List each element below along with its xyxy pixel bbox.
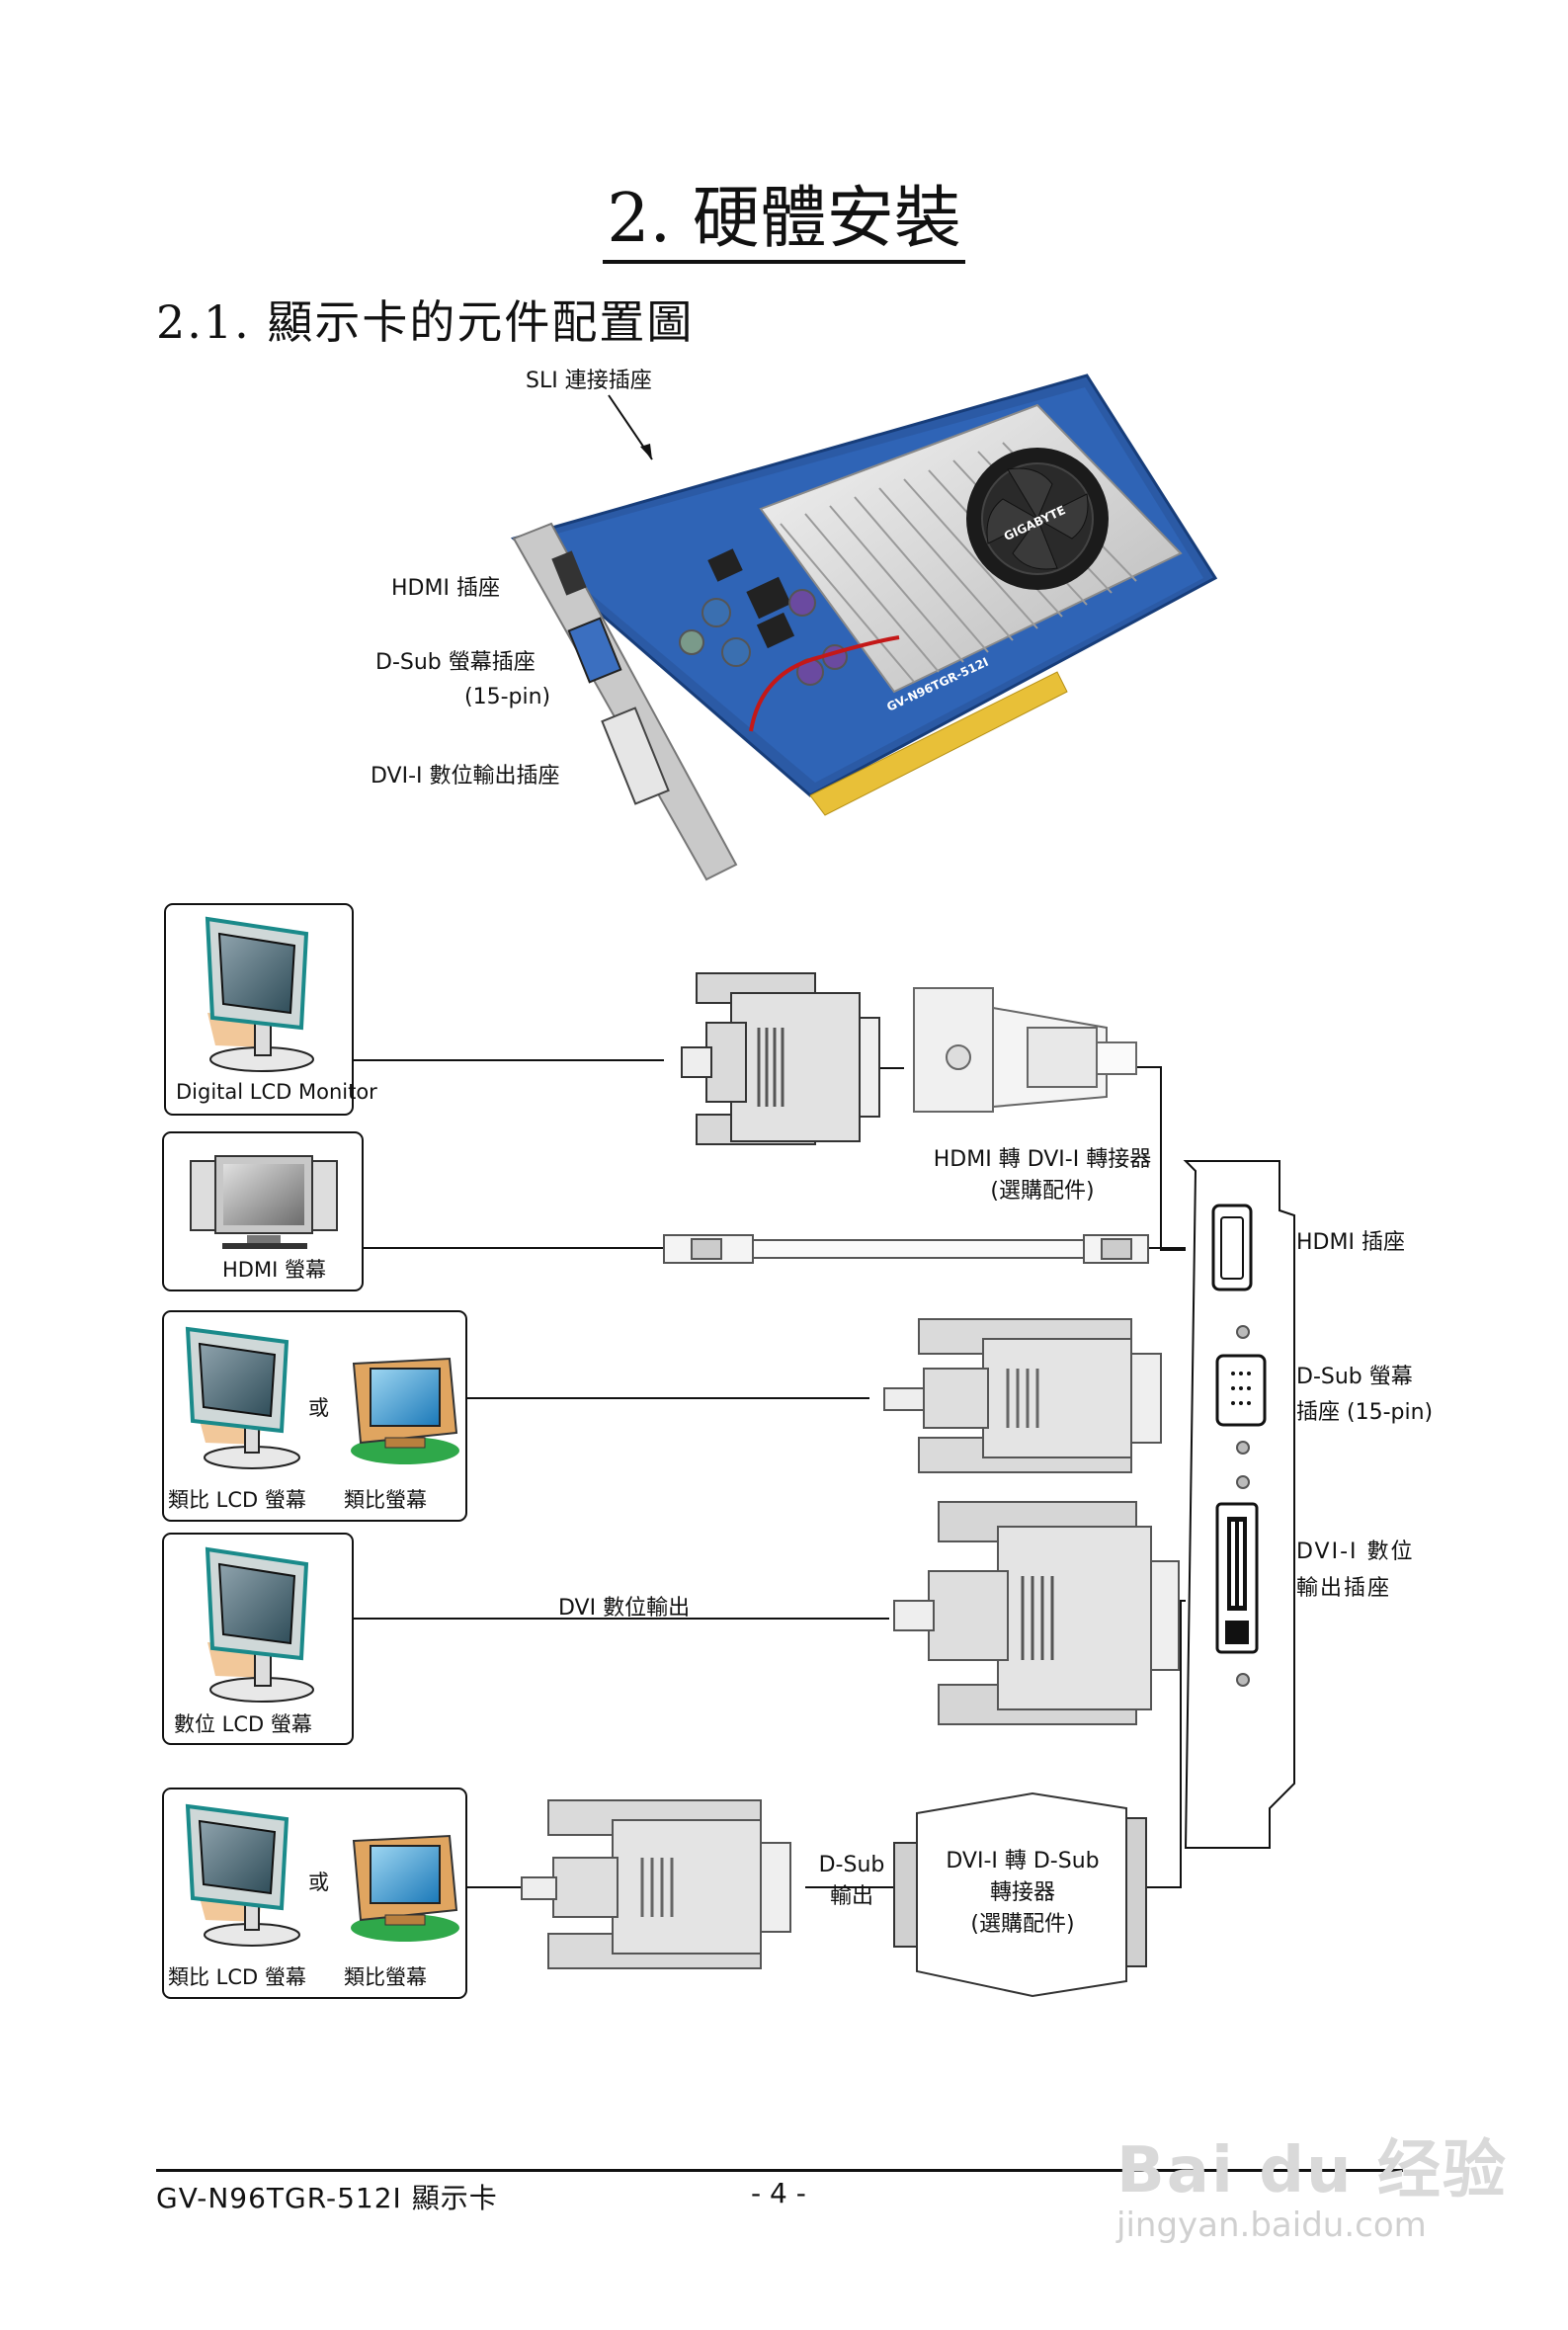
graphics-card-photo: GIGABYTE GV-N96TGR-512I bbox=[510, 374, 1218, 881]
digital-lcd-cn-label: 數位 LCD 螢幕 bbox=[174, 1712, 312, 1736]
bracket-dsub-label-2: 插座 (15-pin) bbox=[1296, 1400, 1434, 1425]
bracket-dvi-label-2: 輸出插座 bbox=[1296, 1576, 1392, 1601]
hdmi-dvi-adapter-line1: HDMI 轉 DVI-I 轉接器 bbox=[933, 1147, 1152, 1172]
dvi-dsub-adapter bbox=[893, 1791, 1147, 1998]
dsub-port-label: D-Sub 螢幕插座 bbox=[375, 650, 536, 675]
analog-crt-label-2: 類比螢幕 bbox=[344, 1965, 427, 1989]
bracket-hdmi-port bbox=[1211, 1204, 1253, 1291]
dvi-connector-top bbox=[681, 972, 880, 1145]
bracket-dsub-label-1: D-Sub 螢幕 bbox=[1296, 1365, 1413, 1389]
or-label: 或 bbox=[308, 1396, 329, 1420]
dvi-dsub-adapter-line2: 轉接器 bbox=[989, 1879, 1055, 1905]
hdmi-dvi-adapter-line2: (選購配件) bbox=[990, 1178, 1095, 1204]
analog-lcd-label: 類比 LCD 螢幕 bbox=[168, 1488, 306, 1512]
vga-connector bbox=[883, 1318, 1162, 1473]
card-bracket bbox=[1183, 1160, 1295, 1849]
or-label-2: 或 bbox=[308, 1871, 329, 1894]
analog-crt-label: 類比螢幕 bbox=[344, 1488, 427, 1512]
digital-lcd-label: Digital LCD Monitor bbox=[176, 1080, 377, 1104]
hdmi-port-label: HDMI 插座 bbox=[391, 576, 500, 601]
hdmi-tv-label: HDMI 螢幕 bbox=[222, 1258, 326, 1282]
sli-label: SLI 連接插座 bbox=[526, 369, 652, 393]
dvi-dsub-adapter-line1: DVI-I 轉 D-Sub bbox=[946, 1849, 1100, 1873]
footer-rule bbox=[156, 2169, 1403, 2172]
bracket-hdmi-label: HDMI 插座 bbox=[1296, 1230, 1405, 1255]
vga-connector-bottom bbox=[521, 1799, 791, 1969]
dvi-dsub-adapter-label: DVI-I 轉 D-Sub 轉接器 (選購配件) bbox=[924, 1846, 1121, 1941]
analog-lcd-icon-2 bbox=[185, 1803, 300, 1947]
digital-lcd-icon-2 bbox=[205, 1546, 314, 1703]
dvi-connector bbox=[893, 1501, 1180, 1725]
crt-monitor-icon-2 bbox=[351, 1834, 459, 1942]
hdmi-tv-icon bbox=[190, 1155, 338, 1249]
lcd-monitor-icon bbox=[205, 916, 314, 1072]
watermark-url: jingyan.baidu.com bbox=[1116, 2205, 1427, 2245]
dsub-output-line1: D-Sub bbox=[818, 1853, 885, 1877]
connection-lines bbox=[353, 1059, 1186, 1888]
analog-lcd-label-2: 類比 LCD 螢幕 bbox=[168, 1965, 306, 1989]
bracket-dvi-label-1: DVI-I 數位 bbox=[1296, 1539, 1415, 1564]
dsub-output-label: D-Sub 輸出 bbox=[812, 1850, 891, 1913]
hdmi-dvi-adapter bbox=[913, 987, 1137, 1113]
section-title: 2.1. 顯示卡的元件配置圖 bbox=[156, 295, 695, 349]
dvi-port-label: DVI-I 數位輸出插座 bbox=[371, 764, 560, 789]
page-title: 2. 硬體安裝 bbox=[0, 163, 1568, 264]
hdmi-dvi-adapter-label: HDMI 轉 DVI-I 轉接器 (選購配件) bbox=[929, 1144, 1156, 1207]
dsub-output-line2: 輸出 bbox=[829, 1883, 873, 1909]
dvi-dsub-adapter-line3: (選購配件) bbox=[970, 1911, 1075, 1937]
hdmi-cable bbox=[663, 1234, 1149, 1264]
dvi-output-label: DVI 數位輸出 bbox=[558, 1596, 691, 1621]
crt-monitor-icon bbox=[351, 1357, 459, 1464]
footer-model: GV-N96TGR-512I 顯示卡 bbox=[156, 2182, 498, 2214]
watermark-logo: Bai du 经验 bbox=[1116, 2134, 1508, 2207]
analog-lcd-icon bbox=[185, 1326, 300, 1469]
dsub-pin-label: (15-pin) bbox=[464, 685, 551, 709]
footer-page-number: - 4 - bbox=[751, 2177, 806, 2209]
